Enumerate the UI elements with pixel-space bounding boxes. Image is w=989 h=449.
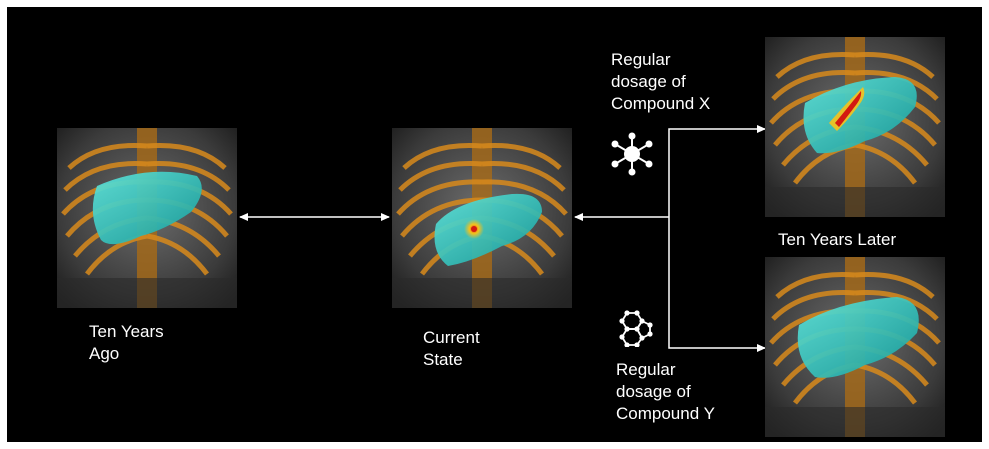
scan-ten-years-ago — [57, 128, 237, 308]
label-line: dosage of — [616, 381, 715, 403]
scan-ten-years-later-compound-x — [765, 37, 945, 217]
label-line: Regular — [611, 49, 710, 71]
label-ten-years-ago: Ten Years Ago — [89, 321, 164, 365]
arrow-branch-to-compound-x-outcome — [669, 129, 765, 217]
label-compound-y: Regular dosage of Compound Y — [616, 359, 715, 425]
label-line: State — [423, 349, 480, 371]
label-line: Ago — [89, 343, 164, 365]
label-line: Compound X — [611, 93, 710, 115]
label-line: Ten Years — [89, 321, 164, 343]
label-ten-years-later: Ten Years Later — [778, 229, 896, 251]
label-compound-x: Regular dosage of Compound X — [611, 49, 710, 115]
diagram-canvas: Ten Years Ago Current State Ten Years La… — [7, 7, 982, 442]
label-line: Regular — [616, 359, 715, 381]
scan-ten-years-later-compound-y — [765, 257, 945, 437]
label-line: dosage of — [611, 71, 710, 93]
label-line: Compound Y — [616, 403, 715, 425]
arrow-branch-to-compound-y-outcome — [669, 217, 765, 348]
label-current-state: Current State — [423, 327, 480, 371]
molecule-ring-icon — [613, 307, 653, 347]
molecule-star-icon — [610, 132, 654, 176]
label-line: Current — [423, 327, 480, 349]
scan-current-state — [392, 128, 572, 308]
